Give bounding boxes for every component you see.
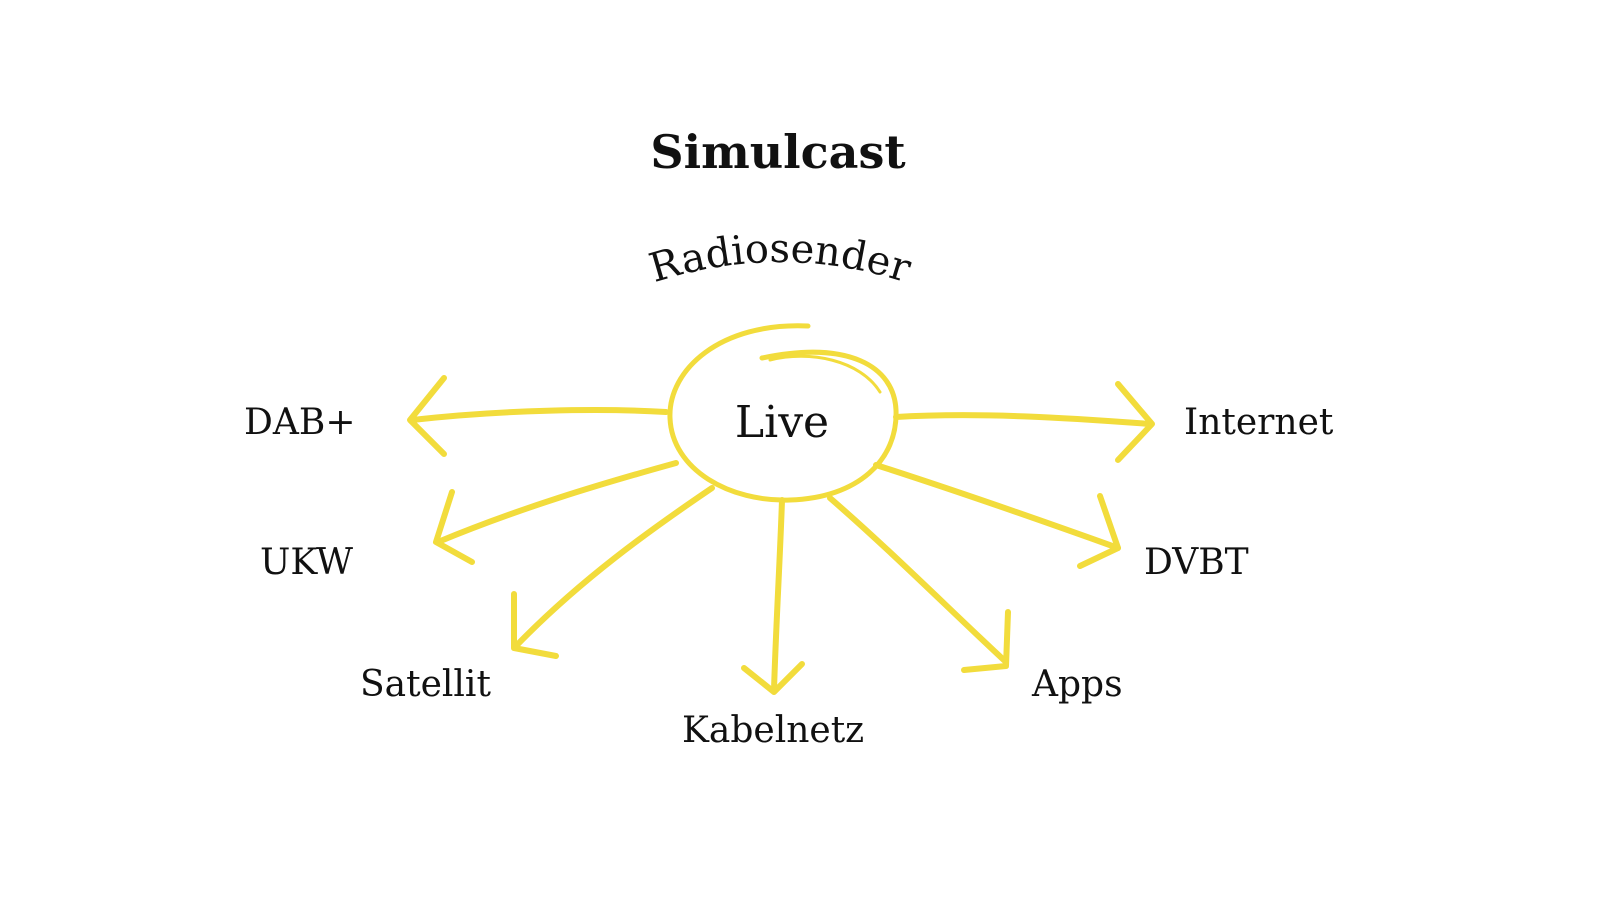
diagram-subtitle-text: Radiosender [644,226,917,292]
arrow-to-dvbt [873,462,1121,569]
diagram-subtitle: Radiosender [644,226,917,292]
target-label-kabelnetz: Kabelnetz [682,710,864,751]
arrow-to-apps [827,495,1011,673]
center-label: Live [735,397,829,448]
arrow-to-satellit [511,485,715,659]
diagram-title: Simulcast [650,125,906,179]
target-label-apps: Apps [1031,664,1123,705]
target-label-dvbt: DVBT [1144,542,1249,583]
arrow-to-kabelnetz [741,497,805,695]
arrow-to-dab [407,375,669,457]
arrow-to-internet [893,381,1155,463]
target-label-satellit: Satellit [360,664,491,705]
center-circle [667,323,899,503]
target-label-internet: Internet [1184,402,1334,443]
target-label-ukw: UKW [260,542,353,583]
arrow-to-ukw [433,460,679,565]
target-label-dab: DAB+ [244,402,355,443]
